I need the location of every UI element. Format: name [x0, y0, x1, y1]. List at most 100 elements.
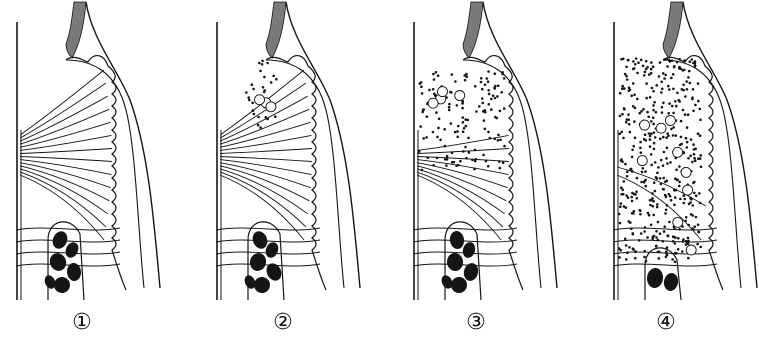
- infiltrate-dot: [644, 133, 647, 136]
- infiltrate-dot: [692, 182, 695, 185]
- infiltrate-dot: [699, 202, 702, 205]
- infiltrate-dot: [261, 63, 264, 66]
- infiltrate-dot: [259, 126, 262, 129]
- infiltrate-dot: [673, 203, 676, 206]
- infiltrate-dot: [662, 102, 665, 105]
- infiltrate-dot: [252, 109, 255, 112]
- infiltrate-dot: [692, 143, 695, 146]
- infiltrate-dot: [651, 199, 654, 202]
- transseptal-fiber: [613, 228, 717, 230]
- infiltrate-dot: [503, 107, 506, 110]
- infiltrate-dot: [480, 77, 483, 80]
- infiltrate-dot: [484, 111, 487, 114]
- infiltrate-dot: [661, 88, 664, 91]
- infiltrate-dot: [668, 102, 671, 105]
- infiltrate-dot: [689, 61, 692, 64]
- infiltrate-dot: [652, 116, 655, 119]
- bone-fragment: [449, 230, 465, 250]
- infiltrate-dot: [635, 57, 638, 60]
- infiltrate-dot: [497, 139, 500, 142]
- infiltrate-dot: [640, 181, 643, 184]
- infiltrate-dot: [262, 86, 265, 89]
- infiltrate-dot: [456, 130, 459, 133]
- infiltrate-dot: [499, 139, 502, 142]
- bone-fragment: [450, 276, 467, 293]
- infiltrate-dot: [635, 190, 638, 193]
- infiltrate-dot: [688, 70, 691, 73]
- infiltrate-dot: [484, 128, 487, 131]
- infiltrate-dot: [433, 78, 436, 81]
- gingival-fiber: [220, 169, 308, 214]
- infiltrate-dot: [695, 216, 698, 219]
- infiltrate-dot: [426, 115, 429, 118]
- infiltrate-dot: [465, 125, 468, 128]
- panel-4: [613, 2, 757, 300]
- infiltrate-dot: [652, 214, 655, 217]
- infiltrate-dot: [684, 220, 687, 223]
- infiltrate-dot: [668, 193, 671, 196]
- infiltrate-dot: [666, 147, 669, 150]
- infiltrate-dot: [624, 238, 627, 241]
- infiltrate-dot: [487, 165, 490, 168]
- infiltrate-dot: [251, 102, 254, 105]
- gingival-fiber: [20, 135, 112, 150]
- gingival-fiber: [417, 157, 509, 162]
- infiltrate-dot: [624, 163, 627, 166]
- gingival-fiber: [20, 157, 112, 162]
- infiltrate-dot: [627, 59, 630, 62]
- infiltrate-dot: [421, 111, 424, 114]
- infiltrate-dot: [694, 159, 697, 162]
- infiltrate-dot: [274, 115, 277, 118]
- infiltrate-dot: [642, 167, 645, 170]
- infiltrate-dot: [682, 89, 685, 92]
- infiltrate-dot: [659, 137, 662, 140]
- infiltrate-dot: [660, 159, 663, 162]
- infiltrate-dot: [619, 222, 622, 225]
- gingival-fiber: [417, 169, 505, 214]
- infiltrate-dot: [651, 205, 654, 208]
- transseptal-fiber: [16, 228, 120, 230]
- infiltrate-dot: [694, 62, 697, 65]
- infiltrate-dot: [623, 205, 626, 208]
- infiltrate-dot: [620, 202, 623, 205]
- vessel-circle: [640, 120, 650, 130]
- infiltrate-dot: [435, 111, 438, 114]
- infiltrate-dot: [651, 87, 654, 90]
- infiltrate-dot: [455, 164, 458, 167]
- gingival-fiber: [20, 70, 104, 135]
- crown-outline: [86, 2, 160, 288]
- infiltrate-dot: [693, 225, 696, 228]
- infiltrate-dot: [655, 111, 658, 114]
- infiltrate-dot: [664, 212, 667, 215]
- infiltrate-dot: [474, 149, 477, 152]
- infiltrate-dot: [473, 168, 476, 171]
- infiltrate-dot: [667, 135, 670, 138]
- transseptal-fiber: [613, 240, 717, 242]
- infiltrate-dot: [656, 172, 659, 175]
- transseptal-fiber: [413, 228, 517, 230]
- infiltrate-dot: [634, 193, 637, 196]
- infiltrate-dot: [687, 242, 690, 245]
- gingival-fiber: [20, 169, 108, 214]
- infiltrate-dot: [646, 111, 649, 114]
- infiltrate-dot: [471, 159, 474, 162]
- infiltrate-dot: [630, 168, 633, 171]
- infiltrate-dot: [636, 98, 639, 101]
- infiltrate-dot: [620, 159, 623, 162]
- infiltrate-dot: [619, 205, 622, 208]
- infiltrate-dot: [494, 97, 497, 100]
- infiltrate-dot: [632, 105, 635, 108]
- infiltrate-dot: [697, 82, 700, 85]
- infiltrate-dot: [446, 155, 449, 158]
- infiltrate-dot: [678, 67, 681, 70]
- infiltrate-dot: [687, 240, 690, 243]
- infiltrate-dot: [489, 137, 492, 140]
- infiltrate-dot: [634, 251, 637, 254]
- infiltrate-dot: [655, 245, 658, 248]
- infiltrate-dot: [687, 113, 690, 116]
- infiltrate-dot: [621, 131, 624, 134]
- infiltrate-dot: [662, 177, 665, 180]
- infiltrate-dot: [631, 200, 634, 203]
- infiltrate-dot: [649, 138, 652, 141]
- infiltrate-dot: [676, 92, 679, 95]
